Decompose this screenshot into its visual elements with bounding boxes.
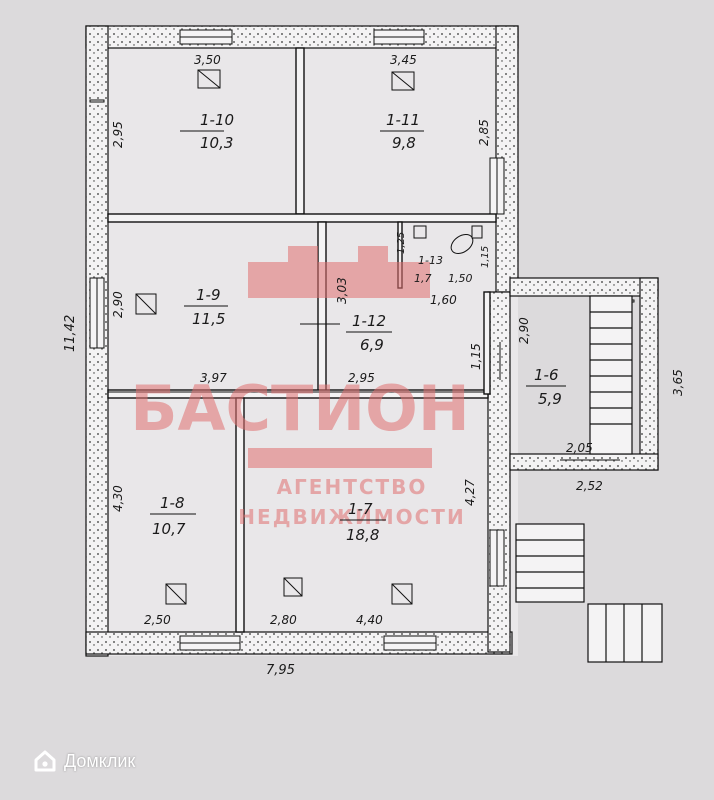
dimension-label: 4,40 [356, 613, 383, 627]
room-area: 6,9 [360, 336, 384, 354]
dimension-label: 2,95 [111, 121, 125, 148]
domclick-logo: Домклик [32, 748, 135, 774]
room-area: 10,3 [200, 134, 233, 152]
room-area: 18,8 [346, 526, 379, 544]
dimension-label: 2,52 [576, 479, 603, 493]
dimension-label: 3,03 [335, 277, 349, 304]
watermark-line1: АГЕНТСТВО [277, 475, 428, 499]
room-area: 10,7 [152, 520, 186, 538]
watermark-name: БАСТИОН [130, 372, 470, 445]
dimension-label: 2,85 [477, 119, 491, 146]
interior-walls [107, 47, 497, 633]
dimension-label: 1,15 [469, 343, 483, 370]
dimension-label: 11,42 [63, 315, 78, 352]
dimension-label: 4,27 [463, 479, 477, 506]
dimension-label: 3,45 [390, 53, 417, 67]
room-label: 1-7 [348, 500, 373, 518]
stove-icons [135, 69, 415, 605]
room-area: 9,8 [392, 134, 416, 152]
dimension-label: 2,80 [270, 613, 297, 627]
stairs [515, 295, 663, 663]
dimension-label: 4,30 [111, 485, 125, 512]
dimension-label: 2,90 [111, 291, 125, 318]
room-label: 1-12 [352, 312, 386, 330]
dimension-label: 1,60 [430, 293, 457, 307]
room-area: 11,5 [192, 310, 225, 328]
room-label: 1-8 [160, 494, 185, 512]
watermark-line2: НЕДВИЖИМОСТИ [238, 505, 465, 529]
room-area: 1,7 [414, 272, 432, 285]
room-label: 1-6 [534, 366, 559, 384]
watermark: БАСТИОН АГЕНТСТВО НЕДВИЖИМОСТИ [130, 246, 470, 529]
room-area: 5,9 [538, 390, 562, 408]
dimension-label: 3,65 [671, 369, 685, 396]
room-label: 1-13 [418, 254, 443, 267]
dimension-label: 2,90 [517, 317, 531, 344]
toilet-icon [413, 225, 483, 255]
dimension-label: 3,50 [194, 53, 221, 67]
dimension-label: 1,50 [448, 272, 473, 285]
room-label: 1-9 [196, 286, 221, 304]
dimension-label: 2,50 [144, 613, 171, 627]
brand-label: Домклик [64, 750, 136, 771]
dimension-label: 7,95 [266, 663, 295, 678]
dimension-label: 1,15 [480, 246, 491, 268]
dimension-label: 1,25 [396, 232, 407, 254]
room-label: 1-11 [386, 111, 420, 129]
dimension-label: 2,95 [348, 371, 375, 385]
dimension-label: 2,05 [566, 441, 593, 455]
dimension-label: 3,97 [200, 371, 227, 385]
house-logo-icon [34, 750, 56, 772]
room-label: 1-10 [200, 111, 234, 129]
